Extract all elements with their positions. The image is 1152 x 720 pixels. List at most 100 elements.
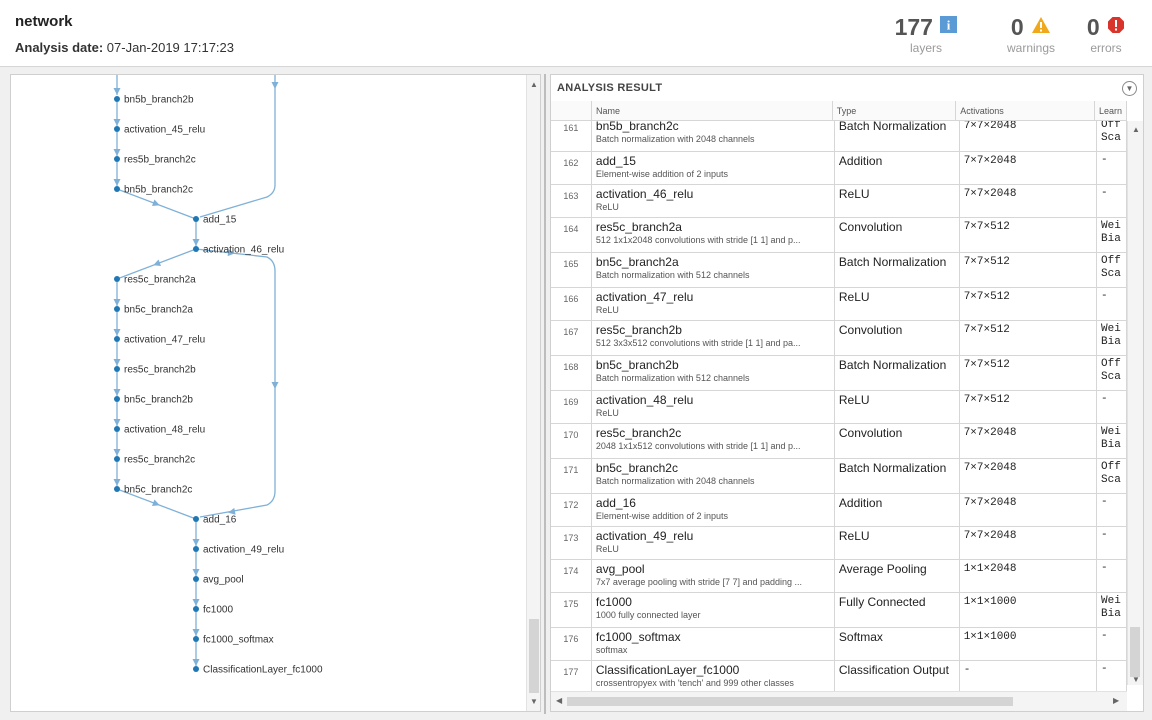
scroll-down-icon[interactable]: ▼: [530, 697, 538, 706]
graph-node-label[interactable]: avg_pool: [203, 575, 244, 586]
graph-node-label[interactable]: res5b_branch2c: [124, 155, 196, 166]
graph-node-label[interactable]: fc1000: [203, 605, 233, 616]
graph-node[interactable]: [193, 606, 199, 612]
graph-node[interactable]: [193, 636, 199, 642]
layer-name: activation_47_relu: [595, 289, 694, 304]
panel-splitter[interactable]: [544, 74, 546, 714]
graph-node[interactable]: [114, 126, 120, 132]
scroll-up-icon[interactable]: ▲: [530, 80, 538, 89]
errors-count: 0: [1086, 14, 1100, 40]
graph-node[interactable]: [114, 306, 120, 312]
graph-node-label[interactable]: bn5c_branch2a: [124, 305, 193, 316]
graph-node-label[interactable]: fc1000_softmax: [203, 635, 274, 646]
learnable-value: Sca: [1101, 370, 1121, 383]
scroll-up-icon[interactable]: ▲: [1132, 125, 1140, 134]
graph-node-label[interactable]: add_15: [203, 215, 237, 226]
graph-node[interactable]: [114, 366, 120, 372]
graph-node-label[interactable]: bn5c_branch2b: [124, 395, 193, 406]
layers-stat[interactable]: 177 i layers: [886, 14, 966, 55]
graph-vertical-scrollbar[interactable]: ▲ ▼: [526, 75, 540, 711]
scroll-down-icon[interactable]: ▼: [1132, 675, 1140, 684]
column-header-learnables[interactable]: Learn: [1094, 101, 1127, 121]
graph-node-label[interactable]: activation_48_relu: [124, 425, 205, 436]
layer-learnables: -: [1096, 526, 1127, 560]
graph-node-label[interactable]: activation_47_relu: [124, 335, 205, 346]
learnable-value: Wei: [1101, 219, 1121, 232]
edge-arrow: [113, 329, 121, 336]
row-index: 176: [551, 627, 592, 661]
edge-arrow: [192, 629, 200, 636]
layer-name: add_15: [595, 153, 636, 168]
graph-node[interactable]: [114, 186, 120, 192]
graph-node[interactable]: [114, 336, 120, 342]
results-scroll-thumb[interactable]: [1130, 627, 1140, 677]
graph-node[interactable]: [114, 156, 120, 162]
errors-stat[interactable]: 0 errors: [1080, 14, 1132, 55]
layer-name: ClassificationLayer_fc1000: [595, 662, 740, 677]
network-graph-panel[interactable]: bn5b_branch2b activation_45_relu res5b_bra…: [10, 74, 541, 712]
graph-node[interactable]: [193, 516, 199, 522]
warnings-stat[interactable]: 0 warnings: [996, 14, 1066, 55]
scroll-right-icon[interactable]: ▶: [1113, 696, 1120, 705]
column-header-type[interactable]: Type: [832, 101, 957, 121]
graph-node-label[interactable]: activation_45_relu: [124, 125, 205, 136]
graph-node[interactable]: [193, 216, 199, 222]
column-header-activations[interactable]: Activations: [955, 101, 1095, 121]
results-horizontal-scrollbar[interactable]: ◀ ▶: [551, 691, 1127, 711]
layer-graph[interactable]: bn5b_branch2b activation_45_relu res5b_bra…: [11, 75, 526, 711]
graph-node[interactable]: [114, 396, 120, 402]
graph-node-label[interactable]: add_16: [203, 515, 237, 526]
layer-activations: 7×7×2048: [959, 423, 1098, 459]
graph-node-label[interactable]: res5c_branch2b: [124, 365, 196, 376]
graph-node[interactable]: [114, 426, 120, 432]
scroll-left-icon[interactable]: ◀: [556, 696, 563, 705]
collapse-chevron-icon[interactable]: ▼: [1122, 81, 1137, 96]
graph-node-label[interactable]: res5c_branch2a: [124, 275, 196, 286]
graph-node-label[interactable]: activation_49_relu: [203, 545, 284, 556]
graph-node[interactable]: [114, 486, 120, 492]
results-vertical-scrollbar[interactable]: ▲ ▼: [1127, 121, 1143, 685]
graph-node-label[interactable]: ClassificationLayer_fc1000: [203, 665, 323, 676]
graph-node[interactable]: [193, 246, 199, 252]
graph-scroll-thumb[interactable]: [529, 619, 539, 693]
graph-node[interactable]: [193, 666, 199, 672]
graph-node[interactable]: [114, 456, 120, 462]
warnings-count: 0: [1010, 14, 1024, 40]
graph-node[interactable]: [193, 546, 199, 552]
graph-node-label[interactable]: res5c_branch2c: [124, 455, 195, 466]
skip-connection-edge: [195, 248, 276, 518]
column-header-name[interactable]: Name: [591, 101, 833, 121]
layer-type: Batch Normalization: [834, 252, 960, 288]
results-hscroll-thumb[interactable]: [567, 697, 1013, 706]
graph-node[interactable]: [193, 576, 199, 582]
learnable-value: -: [1101, 561, 1108, 574]
graph-node-label[interactable]: bn5c_branch2c: [124, 485, 192, 496]
graph-node-label[interactable]: activation_46_relu: [203, 245, 284, 256]
edge-arrow: [113, 449, 121, 456]
row-index: 165: [551, 252, 592, 288]
graph-node-label[interactable]: bn5b_branch2c: [124, 185, 193, 196]
graph-node[interactable]: [114, 276, 120, 282]
graph-node[interactable]: [114, 96, 120, 102]
graph-node-label[interactable]: bn5b_branch2b: [124, 95, 194, 106]
